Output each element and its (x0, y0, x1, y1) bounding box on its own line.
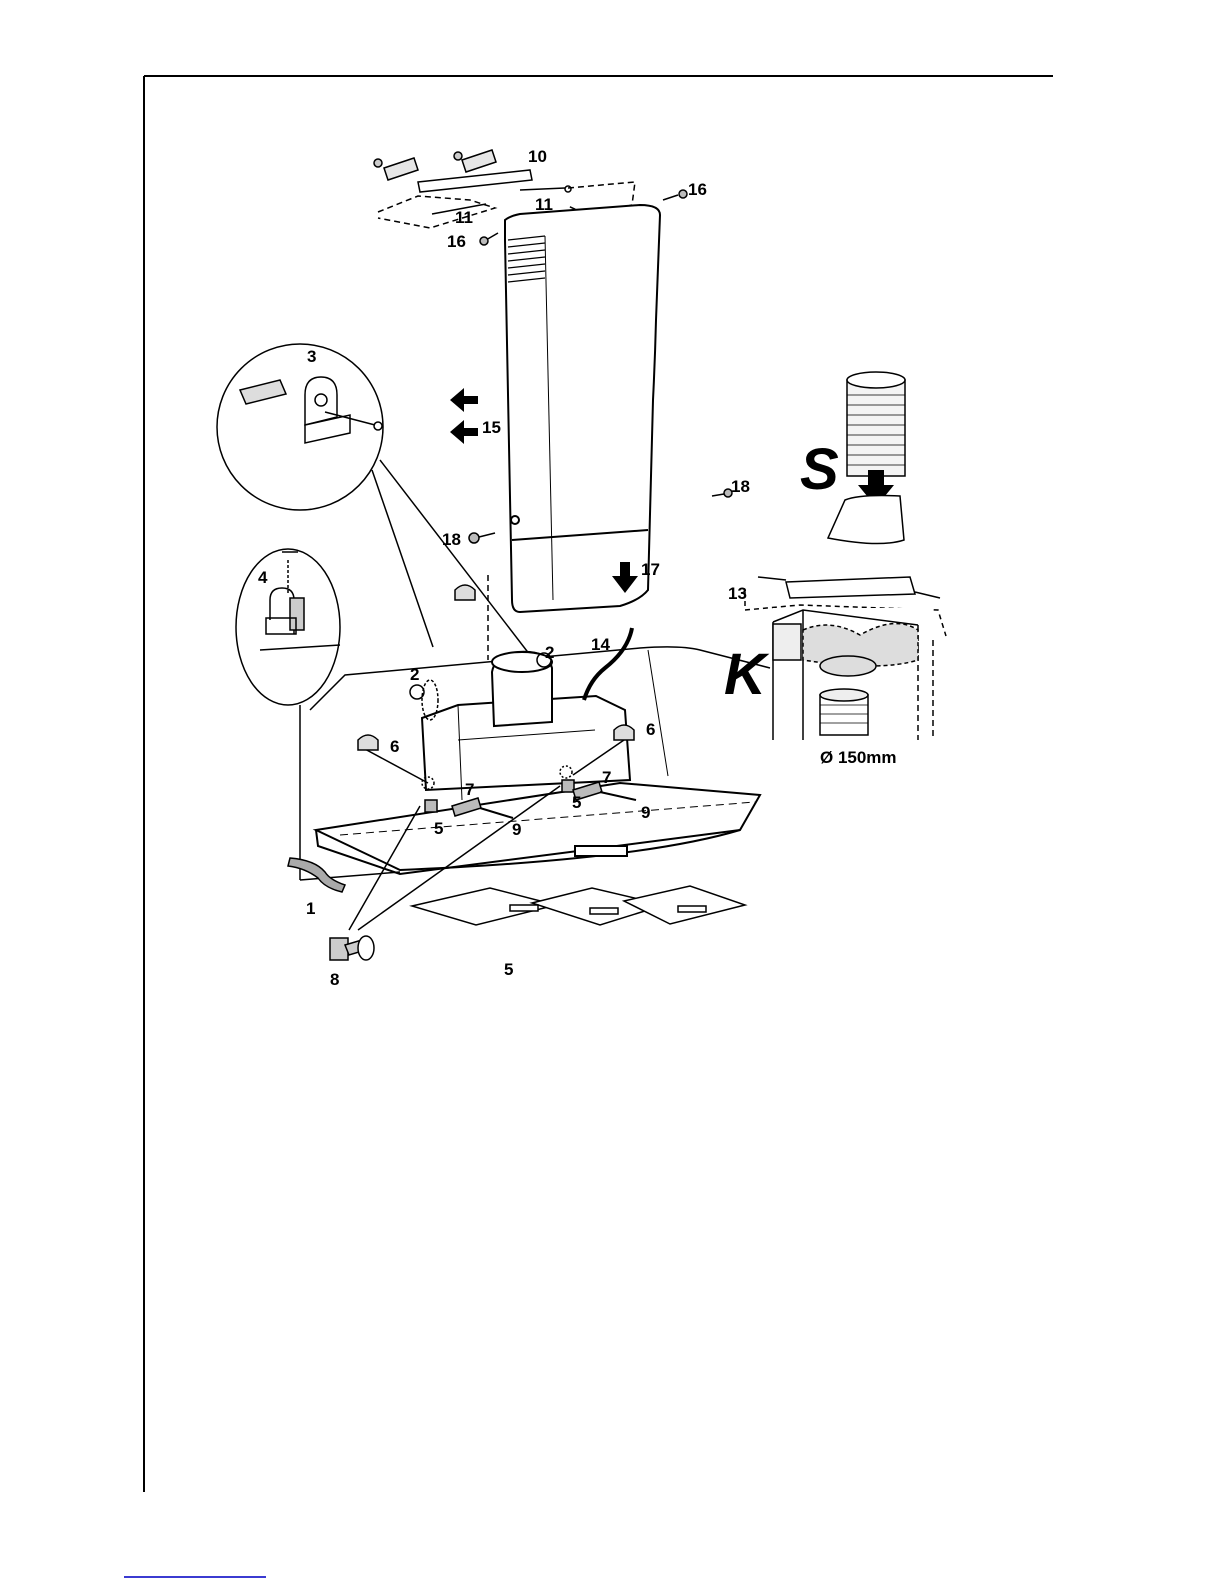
callout-4: 4 (258, 568, 268, 587)
duct-diameter-label: Ø 150mm (820, 748, 897, 767)
callout-5-left: 5 (434, 819, 443, 838)
callout-3: 3 (307, 347, 316, 366)
grease-filters (412, 886, 745, 925)
detail-oval-clip (236, 549, 340, 705)
page-underline-mark (124, 1576, 266, 1578)
callout-10: 10 (528, 147, 547, 166)
callout-11-right: 11 (535, 195, 553, 214)
callout-2-left: 2 (410, 665, 419, 684)
callout-17: 17 (641, 560, 660, 579)
callout-1: 1 (306, 899, 315, 918)
callout-2-right: 2 (545, 643, 554, 662)
callout-8: 8 (330, 970, 339, 989)
callout-14: 14 (591, 635, 610, 654)
callout-5-right: 5 (572, 793, 581, 812)
callout-9-right: 9 (641, 803, 650, 822)
callout-5-filters: 5 (504, 960, 513, 979)
direction-arrows (450, 388, 478, 444)
callout-18-left: 18 (442, 530, 461, 549)
chimney-cover (505, 205, 660, 612)
callout-6-right: 6 (646, 720, 655, 739)
callout-11-left: 11 (455, 208, 473, 227)
variant-s-label: S (800, 437, 839, 502)
callout-13: 13 (728, 584, 747, 603)
variant-k-label: K (724, 642, 770, 707)
callout-7-right: 7 (602, 768, 611, 787)
callout-16-left: 16 (447, 232, 466, 251)
screw-detail (330, 936, 374, 960)
callout-18-right: 18 (731, 477, 750, 496)
callout-15: 15 (482, 418, 501, 437)
variant-s (828, 372, 905, 544)
callout-7-left: 7 (465, 780, 474, 799)
callout-16-right: 16 (688, 180, 707, 199)
callout-6-left: 6 (390, 737, 399, 756)
callout-9-left: 9 (512, 820, 521, 839)
variant-k (745, 577, 946, 740)
